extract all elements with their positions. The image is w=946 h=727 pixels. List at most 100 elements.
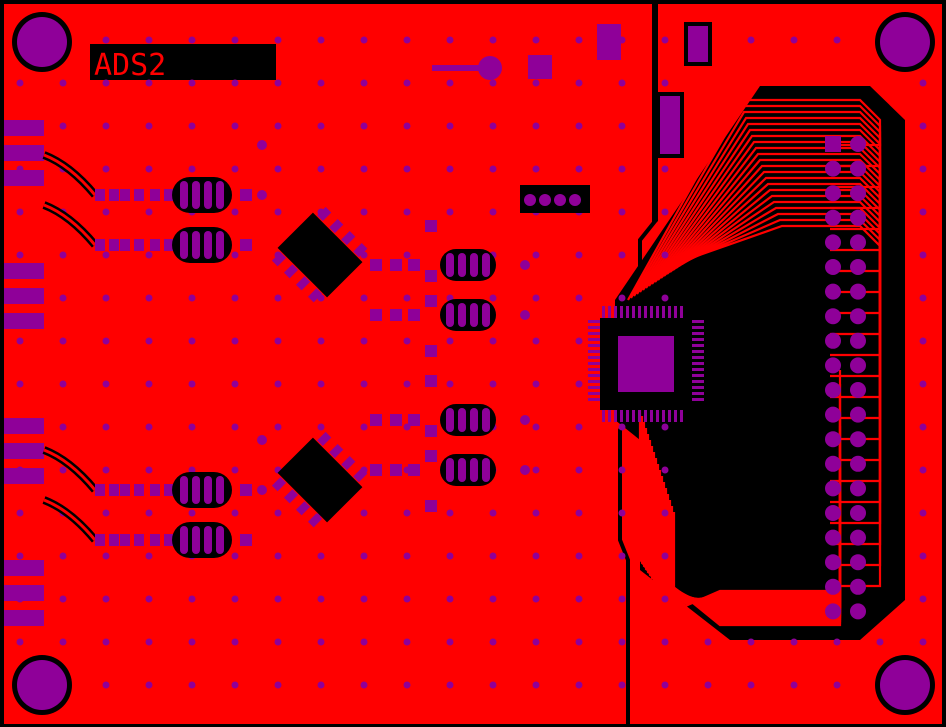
pin-header-icon [825,160,841,177]
amplifier-ic [271,431,368,528]
via-icon [919,79,927,87]
smd-pad [240,189,252,201]
smd-resistor-pad [109,534,119,546]
inductor-pad [192,181,200,209]
inductor-pad [458,458,466,482]
via-icon [16,251,24,259]
via-icon [661,638,669,646]
via-icon [317,681,325,689]
via-icon [618,122,626,130]
smd-pad [370,414,382,426]
via-icon [231,36,239,44]
via-icon [704,638,712,646]
inductor-pad [180,476,188,504]
pin-header-icon [850,357,866,374]
inductor-pad [446,408,454,432]
via-icon [403,337,411,345]
via-icon [231,681,239,689]
adc-pin [588,320,600,323]
mounting-hole-icon [17,17,67,67]
ic-body [277,437,363,523]
via-icon [446,552,454,560]
via-icon [360,79,368,87]
via-icon [446,165,454,173]
bus-trace [684,212,882,546]
via-icon [231,638,239,646]
smd-resistor-pad [120,189,130,201]
adc-pin [692,332,704,335]
via-icon [231,122,239,130]
adc-pin [692,350,704,353]
pin-header-icon [850,382,866,398]
via-icon [833,638,841,646]
via-icon [919,122,927,130]
via-icon [919,251,927,259]
via-icon [919,337,927,345]
via-icon [145,595,153,603]
smd-pad [240,239,252,251]
via-icon [188,466,196,474]
via-icon [274,294,282,302]
inductor-pad [458,253,466,277]
via-icon [919,595,927,603]
adc-pin [608,410,611,422]
smd-resistor-pad [109,484,119,496]
via-icon [274,337,282,345]
via-icon [231,509,239,517]
bus-trace [681,206,882,525]
via-icon [59,595,67,603]
via-icon [59,638,67,646]
ic-pin [283,264,299,279]
adc-pin [680,306,683,318]
via-icon [532,36,540,44]
via-icon [575,638,583,646]
smd-pad [425,295,437,307]
via-icon [403,36,411,44]
inductor-pad [482,303,490,327]
inductor-pad [458,408,466,432]
adc-pin [588,344,600,347]
via-icon [145,638,153,646]
adc-pin [588,368,600,371]
via-icon [661,423,669,431]
via-icon [403,595,411,603]
analog-ground-pour [4,4,652,724]
smd-pad [425,270,437,282]
via-icon [790,681,798,689]
ic-pin [317,431,332,447]
adc-pin [692,398,704,401]
inductor-pad [446,458,454,482]
via-icon [575,294,583,302]
bus-trace-lower [672,512,842,613]
via-icon [274,208,282,216]
via-icon [145,552,153,560]
via-icon [360,595,368,603]
pin-header-icon [825,185,841,202]
via-icon [59,552,67,560]
via-icon [16,509,24,517]
inductor-pad [192,231,200,259]
adc-pin [632,306,635,318]
via-icon [317,337,325,345]
via-icon [618,509,626,517]
smd-pad [425,345,437,357]
via-icon [188,423,196,431]
adc-pin [588,350,600,353]
via-icon [145,122,153,130]
adc-pin [692,362,704,365]
adc-pin [662,306,665,318]
smd-pad [240,484,252,496]
via-icon [532,165,540,173]
pin-header-icon [850,529,866,546]
via-icon [403,122,411,130]
test-point-icon [257,190,267,200]
smd-resistor-pad [150,189,160,201]
adc-pin [692,338,704,341]
pin-header-icon [825,259,841,275]
via-icon [532,595,540,603]
via-icon [360,681,368,689]
pin-header-icon [825,455,841,472]
via-icon [59,380,67,388]
adc-pin [588,392,600,395]
via-icon [274,681,282,689]
